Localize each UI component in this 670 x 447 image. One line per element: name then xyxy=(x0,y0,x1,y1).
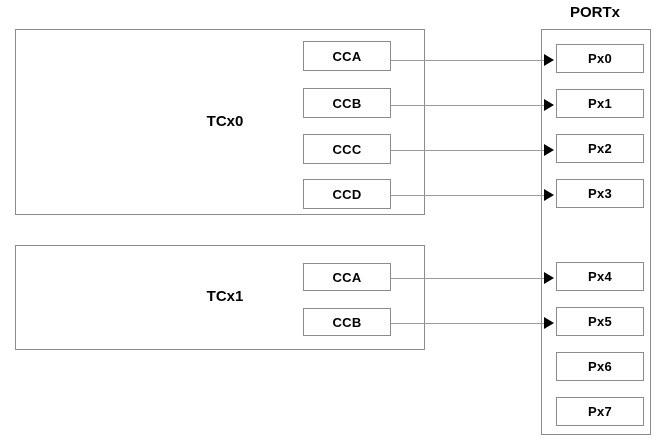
channel-tcx0-ccc: CCC xyxy=(303,134,391,164)
module-tcx0-label: TCx0 xyxy=(206,113,244,130)
pin-px1: Px1 xyxy=(556,89,644,118)
pin-px2: Px2 xyxy=(556,134,644,163)
wire-tcx0-ccb-to-px1 xyxy=(391,105,546,106)
pin-px4: Px4 xyxy=(556,262,644,291)
wire-tcx1-cca-to-px4 xyxy=(391,278,546,279)
channel-tcx0-ccd: CCD xyxy=(303,179,391,209)
channel-tcx1-cca: CCA xyxy=(303,263,391,291)
arrowhead-px1 xyxy=(544,99,554,111)
channel-tcx1-ccb: CCB xyxy=(303,308,391,336)
wire-tcx0-ccc-to-px2 xyxy=(391,150,546,151)
module-tcx1-label: TCx1 xyxy=(206,288,244,305)
arrowhead-px0 xyxy=(544,54,554,66)
arrowhead-px4 xyxy=(544,272,554,284)
pin-px7: Px7 xyxy=(556,397,644,426)
channel-tcx0-ccb: CCB xyxy=(303,88,391,118)
arrowhead-px5 xyxy=(544,317,554,329)
arrowhead-px2 xyxy=(544,144,554,156)
pin-px0: Px0 xyxy=(556,44,644,73)
module-portx-title: PORTx xyxy=(569,4,620,21)
wire-tcx0-cca-to-px0 xyxy=(391,60,546,61)
arrowhead-px3 xyxy=(544,189,554,201)
wire-tcx1-ccb-to-px5 xyxy=(391,323,546,324)
pin-px5: Px5 xyxy=(556,307,644,336)
pin-px3: Px3 xyxy=(556,179,644,208)
wire-tcx0-ccd-to-px3 xyxy=(391,195,546,196)
pin-px6: Px6 xyxy=(556,352,644,381)
channel-tcx0-cca: CCA xyxy=(303,41,391,71)
